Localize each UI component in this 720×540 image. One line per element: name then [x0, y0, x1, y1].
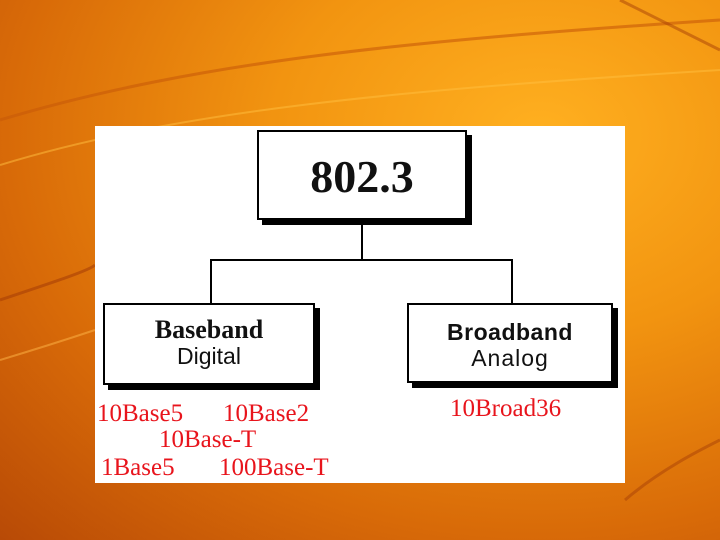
- connector-left-down: [210, 259, 212, 303]
- root-node-label: 802.3: [259, 150, 465, 203]
- broadband-node: Broadband Analog: [407, 303, 613, 383]
- connector-horizontal: [210, 259, 513, 261]
- variant-10base2: 10Base2: [223, 401, 309, 426]
- diagram-panel: 802.3 Baseband Digital Broadband Analog …: [95, 126, 625, 483]
- root-node-802-3: 802.3: [257, 130, 467, 220]
- variant-10base5: 10Base5: [97, 401, 183, 426]
- connector-right-down: [511, 259, 513, 303]
- broadband-subtitle: Analog: [409, 345, 611, 372]
- connector-root-down: [361, 220, 363, 260]
- variant-10base-t: 10Base-T: [159, 427, 256, 452]
- variant-10broad36: 10Broad36: [450, 396, 561, 421]
- baseband-node: Baseband Digital: [103, 303, 315, 385]
- variant-1base5: 1Base5: [101, 455, 175, 480]
- baseband-subtitle: Digital: [105, 343, 313, 370]
- baseband-title: Baseband: [105, 315, 313, 345]
- variant-100base-t: 100Base-T: [219, 455, 329, 480]
- broadband-title: Broadband: [409, 319, 611, 346]
